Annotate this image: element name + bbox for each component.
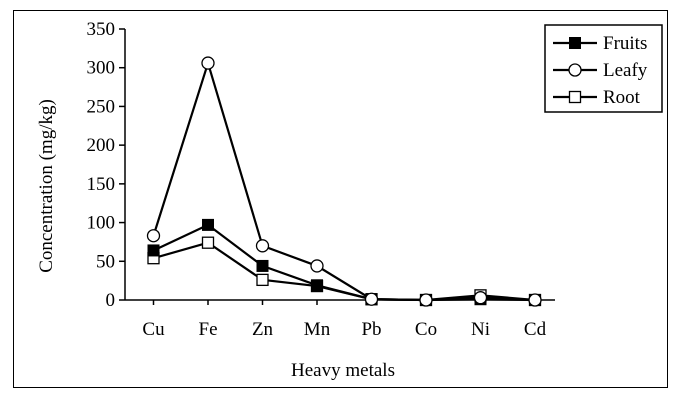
marker-open-square <box>568 90 582 104</box>
marker-filled-square <box>569 37 581 49</box>
series-leafy <box>146 56 542 307</box>
x-tick-label: Fe <box>199 319 218 340</box>
y-tick-label: 50 <box>96 251 115 272</box>
y-tick-label: 300 <box>87 58 116 79</box>
legend-label: Leafy <box>603 60 648 81</box>
y-axis: 0 50 100 150 200 250 300 350 <box>87 19 126 311</box>
legend-entry-leafy: Leafy <box>553 60 648 81</box>
x-tick-label: Cu <box>142 319 165 340</box>
series-line <box>152 59 536 302</box>
x-tick-label: Mn <box>304 319 331 340</box>
marker-filled-square <box>256 259 269 272</box>
marker-open-circle <box>528 293 542 307</box>
legend-entry-fruits: Fruits <box>553 33 647 54</box>
x-axis-title: Heavy metals <box>291 360 395 381</box>
x-axis: Cu Fe Zn Mn Pb Co Ni Cd <box>125 299 555 340</box>
marker-open-circle <box>568 63 582 77</box>
marker-filled-square <box>147 244 160 257</box>
marker-open-circle <box>473 291 488 305</box>
marker-open-circle <box>364 292 379 306</box>
series-line <box>153 223 536 302</box>
x-tick-label: Co <box>415 319 437 340</box>
legend-label: Root <box>603 87 641 108</box>
marker-open-square <box>256 273 269 287</box>
y-tick-label: 250 <box>87 96 116 117</box>
legend-entry-root: Root <box>553 87 641 108</box>
marker-filled-square <box>311 279 323 292</box>
marker-open-circle <box>201 56 215 70</box>
x-tick-label: Ni <box>471 319 490 340</box>
chart-frame <box>13 10 668 388</box>
y-tick-label: 150 <box>87 174 116 195</box>
y-tick-label: 100 <box>87 213 116 234</box>
x-tick-label: Cd <box>524 319 547 340</box>
marker-open-circle <box>310 259 324 273</box>
marker-open-circle <box>255 239 270 253</box>
marker-open-square <box>201 236 215 249</box>
y-tick-label: 200 <box>87 135 116 156</box>
x-tick-label: Pb <box>361 319 381 340</box>
y-axis-title: Concentration (mg/kg) <box>36 99 57 273</box>
y-tick-label: 350 <box>87 19 116 40</box>
y-tick-label: 0 <box>106 290 116 311</box>
marker-open-circle <box>146 229 161 243</box>
marker-filled-square <box>202 218 214 231</box>
x-tick-label: Zn <box>252 319 274 340</box>
marker-open-circle <box>419 293 433 307</box>
series-layer <box>146 56 542 307</box>
legend-label: Fruits <box>603 33 647 54</box>
